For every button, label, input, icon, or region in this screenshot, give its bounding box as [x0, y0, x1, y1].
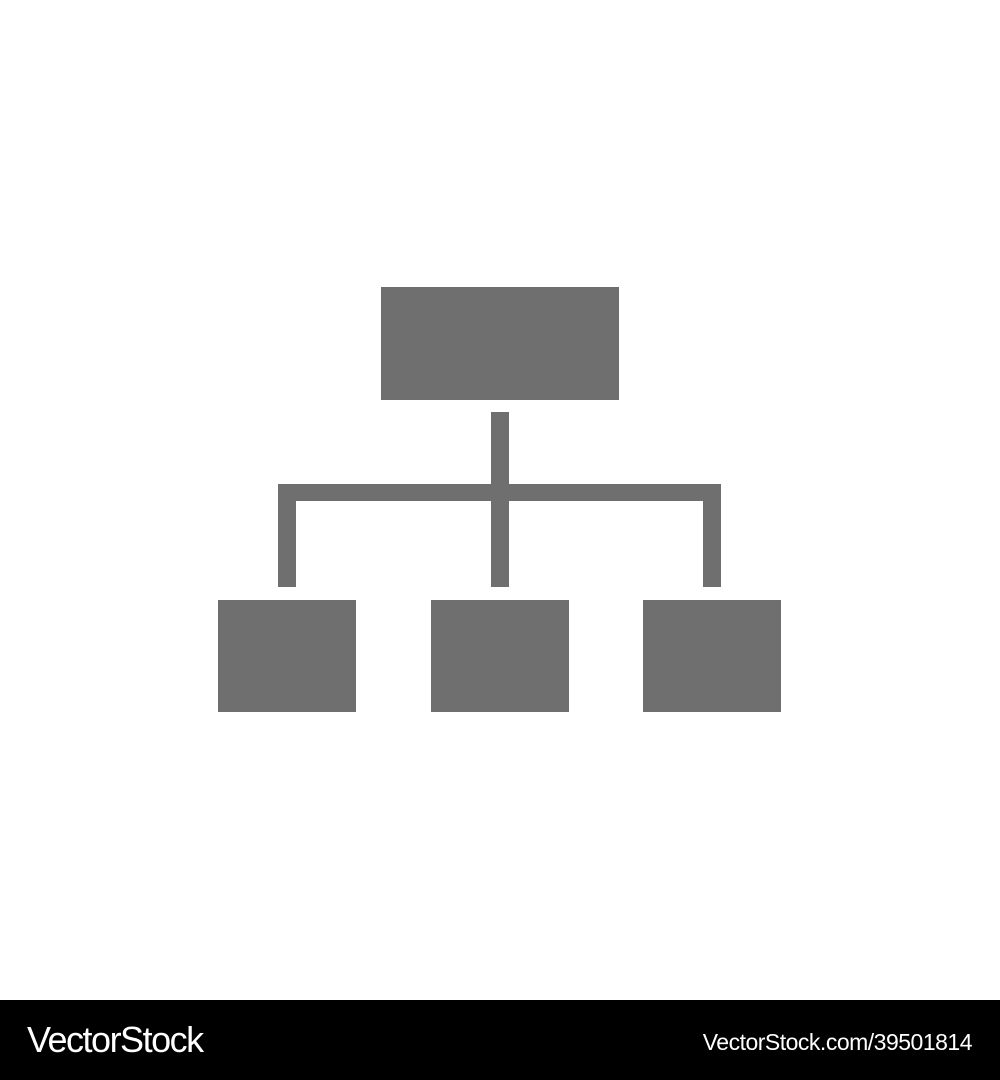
hierarchy-structure-icon — [218, 287, 781, 712]
child-node-box-center — [431, 600, 569, 712]
watermark-footer: VectorStock VectorStock.com/39501814 — [0, 1000, 1000, 1080]
right-branch-connector — [703, 484, 721, 587]
child-node-box-left — [218, 600, 356, 712]
left-branch-connector — [278, 484, 296, 587]
brand-logo-text: VectorStock — [27, 1019, 204, 1060]
child-node-box-right — [643, 600, 781, 712]
horizontal-connector — [278, 484, 721, 501]
image-id-text: VectorStock.com/39501814 — [702, 1029, 973, 1055]
top-node-box — [381, 287, 619, 400]
artwork-canvas — [218, 287, 781, 712]
